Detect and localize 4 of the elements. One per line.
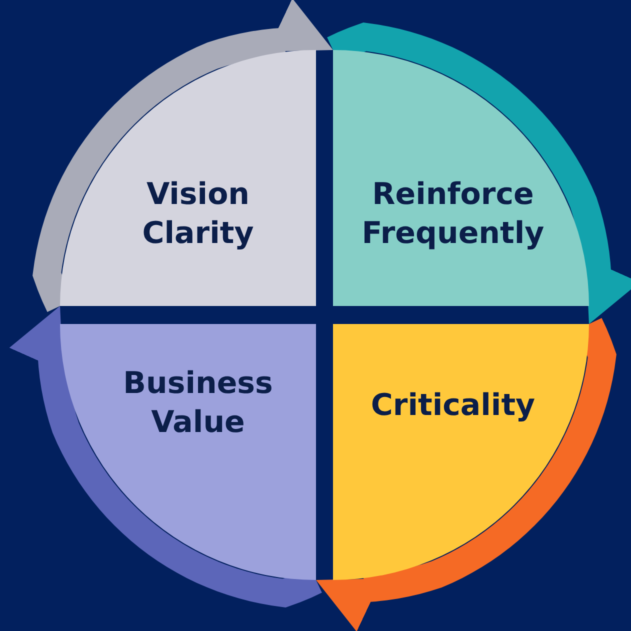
quadrant-label: Business Value xyxy=(122,365,274,442)
quadrant-label: Reinforce Frequently xyxy=(360,176,546,253)
quadrant-label: Vision Clarity xyxy=(141,176,255,253)
quadrant-label: Criticality xyxy=(370,387,536,425)
